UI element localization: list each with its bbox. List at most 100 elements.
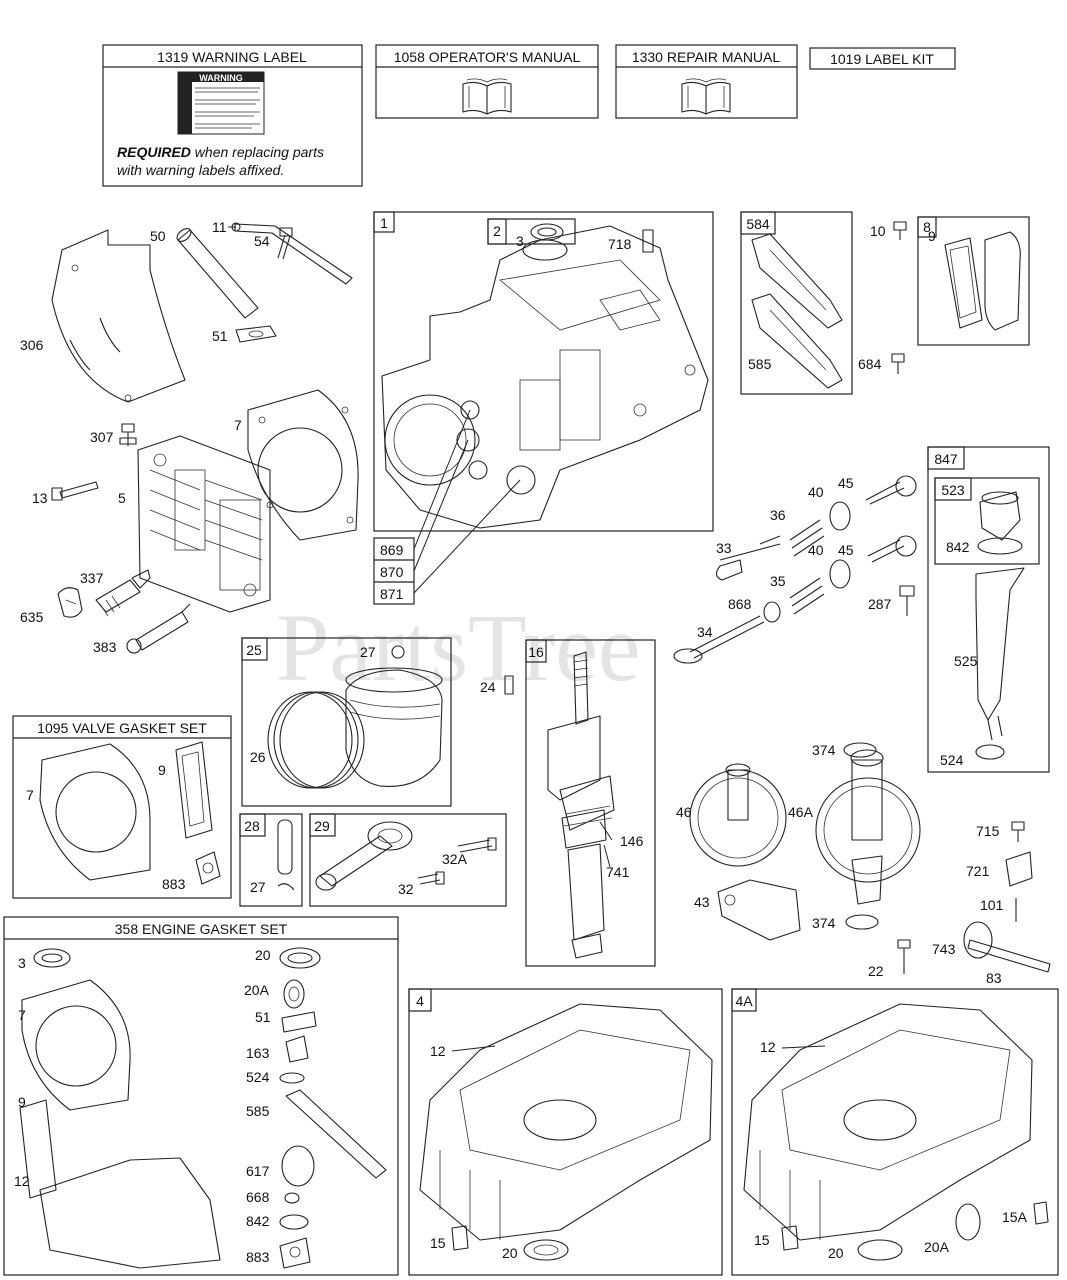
label-kit-title: 1019 LABEL KIT — [830, 51, 934, 67]
tube-50[interactable] — [175, 226, 259, 319]
kit-label: 9 — [18, 1094, 26, 1110]
part-label: 15A — [1002, 1209, 1028, 1225]
bolt-287[interactable] — [899, 585, 915, 616]
part-labels: 11 50 54 51 306 307 7 13 5 337 635 383 3… — [20, 219, 1028, 1261]
part-label: 46 — [676, 804, 692, 820]
gear-46A[interactable] — [815, 749, 921, 905]
part-label: 721 — [966, 863, 990, 879]
label-kit-box[interactable]: 1019 LABEL KIT — [809, 47, 956, 70]
engine-gasket-set-box[interactable]: 358 ENGINE GASKET SET — [3, 916, 399, 1276]
engine-gasket-set-title: 358 ENGINE GASKET SET — [115, 921, 288, 937]
valve-gasket-set-labels: 7 9 883 — [26, 762, 186, 892]
group-box-16[interactable] — [525, 639, 656, 967]
part-label: 45 — [838, 542, 854, 558]
book-icon — [462, 78, 512, 115]
bolt-13[interactable] — [51, 481, 99, 501]
gear-46[interactable] — [689, 763, 787, 867]
washer-374-bottom[interactable] — [845, 914, 879, 930]
part-label: 32 — [398, 881, 414, 897]
key-24[interactable] — [504, 675, 514, 695]
kit-label: 842 — [246, 1213, 270, 1229]
group-box-25[interactable] — [241, 637, 452, 807]
kit-label: 51 — [255, 1009, 271, 1025]
part-label: 33 — [716, 540, 732, 556]
warning-label-box[interactable]: 1319 WARNING LABEL WARNING REQUIRED when… — [102, 44, 363, 187]
bolt-307[interactable] — [119, 423, 137, 446]
cylinder-head-5[interactable] — [137, 435, 271, 613]
operators-manual-box[interactable]: 1058 OPERATOR'S MANUAL — [375, 44, 599, 119]
part-label: 7 — [234, 417, 242, 433]
washer-374-top[interactable] — [843, 742, 877, 758]
shaft-83-743[interactable] — [963, 921, 1051, 973]
part-label: 383 — [93, 639, 117, 655]
group-box-4A[interactable] — [731, 988, 1059, 1276]
gasket-51-top[interactable] — [235, 325, 277, 343]
valve-gasket-set-box[interactable]: 1095 VALVE GASKET SET — [12, 715, 232, 899]
pin-718[interactable] — [642, 229, 654, 253]
leader-lines — [228, 226, 826, 1052]
governor-43[interactable] — [717, 879, 801, 941]
cylinder-block[interactable] — [381, 225, 709, 529]
group-box-847[interactable] — [927, 446, 1050, 773]
part-label: 146 — [620, 833, 644, 849]
part-label: 11 — [212, 219, 227, 235]
required-rest: when replacing parts — [191, 144, 324, 160]
group-box-4[interactable] — [408, 988, 723, 1276]
part-label: 374 — [812, 742, 836, 758]
part-label: 20A — [924, 1239, 950, 1255]
required-line2: with warning labels affixed. — [117, 162, 284, 178]
part-label: 307 — [90, 429, 114, 445]
warning-decal-heading: WARNING — [199, 73, 243, 83]
part-label: 306 — [20, 337, 44, 353]
part-label: 35 — [770, 573, 786, 589]
group-tag: 1 — [380, 215, 388, 231]
part-label: 40 — [808, 484, 824, 500]
boot-635[interactable] — [57, 587, 83, 618]
kit-label: 883 — [246, 1249, 270, 1265]
part-label: 635 — [20, 609, 44, 625]
part-label: 715 — [976, 823, 1000, 839]
shroud-306[interactable] — [51, 229, 186, 403]
group-tag: 25 — [246, 642, 262, 658]
bolt-54[interactable] — [277, 227, 293, 260]
repair-manual-box[interactable]: 1330 REPAIR MANUAL — [615, 44, 798, 119]
group-box-1[interactable] — [373, 211, 714, 532]
kit-label: 668 — [246, 1189, 270, 1205]
kit-label: 12 — [14, 1173, 30, 1189]
bolt-10[interactable] — [893, 221, 907, 240]
bolt-715[interactable] — [1011, 821, 1025, 842]
valve-train[interactable] — [673, 475, 917, 664]
part-label: 12 — [430, 1043, 446, 1059]
bolt-684[interactable] — [891, 353, 905, 374]
bracket-721[interactable] — [1005, 851, 1033, 887]
part-label: 374 — [812, 915, 836, 931]
part-label: 585 — [748, 356, 772, 372]
kit-label: 585 — [246, 1103, 270, 1119]
part-label: 24 — [480, 679, 496, 695]
group-box-584[interactable] — [740, 211, 853, 395]
head-gasket-7[interactable] — [247, 389, 359, 541]
warning-decal-icon: WARNING — [177, 71, 265, 135]
part-label: 12 — [760, 1039, 776, 1055]
group-tag: 847 — [934, 451, 958, 467]
breather-383[interactable] — [126, 603, 191, 654]
part-label: 869 — [380, 542, 404, 558]
kit-label: 524 — [246, 1069, 270, 1085]
part-label: 22 — [868, 963, 884, 979]
part-label: 36 — [770, 507, 786, 523]
part-label: 871 — [380, 586, 404, 602]
spark-plug-337[interactable] — [95, 569, 151, 617]
kit-label: 20A — [244, 982, 270, 998]
group-box-2[interactable] — [487, 218, 576, 245]
group-box-29[interactable] — [309, 813, 507, 907]
part-label: 101 — [980, 897, 1004, 913]
bolt-22[interactable] — [897, 939, 911, 974]
group-box-8[interactable] — [917, 216, 1030, 346]
part-label: 10 — [870, 223, 886, 239]
group-box-28[interactable] — [239, 813, 303, 907]
part-label: 54 — [254, 233, 270, 249]
kit-label: 9 — [158, 762, 166, 778]
part-label: 870 — [380, 564, 404, 580]
seal-3-top[interactable] — [530, 223, 564, 241]
